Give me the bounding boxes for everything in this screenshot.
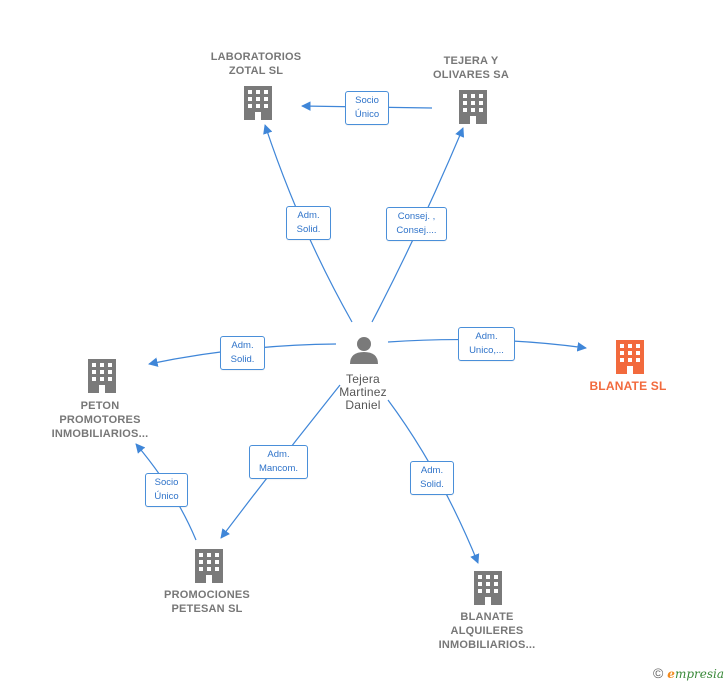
edge-badge-line: Único <box>154 491 179 502</box>
edge-badge-line: Unico,... <box>469 345 504 356</box>
brand-logo[interactable]: ©empresia <box>653 665 724 681</box>
node-label-blanate[interactable]: BLANATE SL <box>553 379 703 393</box>
edge-badge-line: Único <box>354 109 380 120</box>
edge-badge-line: Adm. <box>420 465 444 476</box>
node-label-promociones[interactable]: PROMOCIONES PETESAN SL <box>132 588 282 616</box>
edge-badge-promociones-to-peton[interactable]: Socio Único <box>145 473 188 507</box>
edge-badge-line: Mancom. <box>258 463 299 474</box>
building-icon[interactable] <box>244 86 272 120</box>
edge-badge-line: Solid. <box>296 224 321 235</box>
edge-badge-line: Consej. , <box>397 211 436 222</box>
node-label-line: PETON <box>80 400 120 412</box>
node-label-tejera-olivares[interactable]: TEJERA Y OLIVARES SA <box>396 54 546 82</box>
building-icon[interactable] <box>474 571 502 605</box>
building-icon[interactable] <box>459 90 487 124</box>
node-label-line: INMOBILIARIOS... <box>51 428 149 440</box>
edge-badge-line: Adm. <box>297 210 320 221</box>
node-label-line: TEJERA Y <box>443 55 499 67</box>
edge-badge-person-to-tejera[interactable]: Consej. , Consej.... <box>386 207 447 241</box>
node-label-line: ALQUILERES <box>450 625 524 637</box>
edge-badge-line: Consej.... <box>396 225 437 236</box>
node-label-line: PETESAN SL <box>171 603 243 615</box>
node-label-line: BLANATE SL <box>589 379 667 393</box>
edge-badge-line: Adm. <box>231 340 254 351</box>
edge-badge-person-to-laboratorios[interactable]: Adm. Solid. <box>286 206 331 240</box>
node-label-line: PROMOTORES <box>59 414 141 426</box>
node-label-line: BLANATE <box>460 611 514 623</box>
edge-badge-person-to-blanate-alquileres[interactable]: Adm. Solid. <box>410 461 454 495</box>
node-label-line: Martinez <box>339 385 387 399</box>
brand-logo-text: mpresia <box>674 667 724 681</box>
edge-badge-person-to-promociones[interactable]: Adm. Mancom. <box>249 445 308 479</box>
node-label-line: LABORATORIOS <box>210 51 302 63</box>
brand-logo-initial: e <box>667 667 675 681</box>
building-icon[interactable] <box>88 359 116 393</box>
edge-badge-line: Solid. <box>230 354 255 365</box>
node-label-line: INMOBILIARIOS... <box>438 639 536 651</box>
person-icon[interactable] <box>350 337 378 364</box>
edge-badge-tejera-to-laboratorios[interactable]: Socio Único <box>345 91 389 125</box>
node-label-peton[interactable]: PETON PROMOTORES INMOBILIARIOS... <box>25 399 175 441</box>
node-label-line: PROMOCIONES <box>164 589 250 601</box>
edge-badge-line: Adm. <box>267 449 290 460</box>
node-label-line: Tejera <box>346 372 380 386</box>
edge-badge-person-to-peton[interactable]: Adm. Solid. <box>220 336 265 370</box>
edge-badge-line: Adm. <box>475 331 498 342</box>
building-icon[interactable] <box>195 549 223 583</box>
node-label-blanate-alquileres[interactable]: BLANATE ALQUILERES INMOBILIARIOS... <box>412 610 562 652</box>
node-label-person[interactable]: Tejera Martinez Daniel <box>318 373 408 412</box>
node-label-line: ZOTAL SL <box>228 65 284 77</box>
edge-badge-line: Socio <box>154 477 179 488</box>
edge-badge-line: Solid. <box>420 479 444 490</box>
building-icon-main[interactable] <box>616 340 644 374</box>
node-label-line: OLIVARES SA <box>433 69 509 81</box>
node-label-laboratorios[interactable]: LABORATORIOS ZOTAL SL <box>181 50 331 78</box>
edge-badge-line: Socio <box>355 95 379 106</box>
node-label-line: Daniel <box>345 398 381 412</box>
edge-badge-person-to-blanate[interactable]: Adm. Unico,... <box>458 327 515 361</box>
copyright-icon: © <box>652 665 664 681</box>
